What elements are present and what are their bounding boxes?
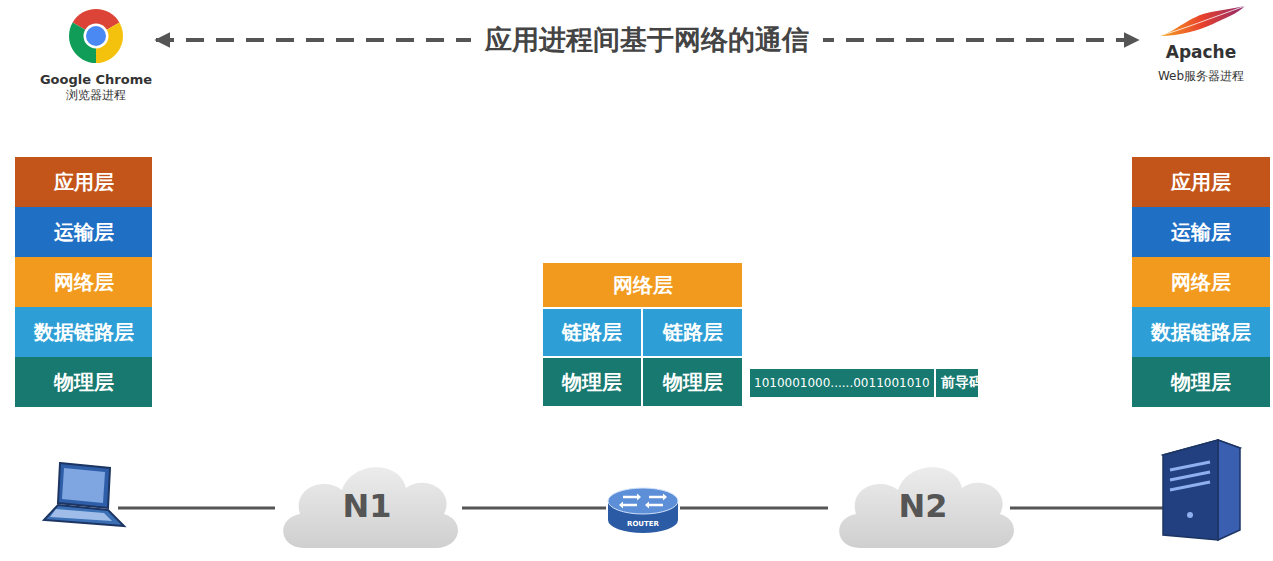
browser-process: Google Chrome浏览器进程 [36, 2, 156, 108]
node-text: N2 [898, 487, 947, 525]
node-text: Apache [1166, 42, 1237, 62]
node-text: 1010001000......0011001010 [750, 376, 934, 390]
node-text: 链路层 [663, 319, 723, 346]
laptop-symbol [44, 463, 124, 526]
network-cloud: N2 [828, 452, 1018, 560]
connector-label: 应用进程间基于网络的通信 [471, 22, 823, 58]
network-wire [1010, 507, 1168, 510]
layer-box: 数据链路层 [1132, 307, 1270, 357]
layer-box: 网络层 [1132, 257, 1270, 307]
network-cloud: N1 [272, 452, 462, 560]
node-text: 物理层 [663, 369, 723, 396]
node-text: 物理层 [1171, 369, 1231, 396]
bit-stream-box: 1010001000......0011001010前导码 [750, 369, 978, 397]
layer-box: 运输层 [15, 207, 152, 257]
layer-box: 应用层 [15, 157, 152, 207]
node-text: Google Chrome [40, 72, 152, 87]
layer-box: 物理层 [1132, 357, 1270, 407]
node-text: 浏览器进程 [66, 87, 126, 104]
chrome-logo [66, 6, 126, 66]
layer-box: 应用层 [1132, 157, 1270, 207]
node-text: 物理层 [54, 369, 114, 396]
node-text: 前导码 [934, 369, 988, 397]
node-text: 数据链路层 [34, 319, 134, 346]
router-symbol: ROUTER [606, 484, 680, 536]
node-text: ROUTER [606, 520, 680, 528]
layer-box: 网络层 [15, 257, 152, 307]
node-text: Web服务器进程 [1158, 68, 1244, 85]
node-text: 网络层 [1171, 269, 1231, 296]
network-wire [118, 507, 275, 510]
layer-box: 物理层 [543, 358, 641, 406]
node-text: 物理层 [562, 369, 622, 396]
layer-box: 运输层 [1132, 207, 1270, 257]
apache-feather [1151, 2, 1251, 42]
server-process: ApacheWeb服务器进程 [1138, 2, 1264, 100]
server-symbol [1163, 440, 1240, 540]
router-shape [606, 484, 680, 536]
node-text: 网络层 [54, 269, 114, 296]
layer-box: 链路层 [643, 309, 742, 356]
node-text: 运输层 [54, 219, 114, 246]
node-text: 链路层 [562, 319, 622, 346]
node-text: 数据链路层 [1151, 319, 1251, 346]
layer-box: 物理层 [643, 358, 742, 406]
node-text: N1 [342, 487, 391, 525]
layer-box: 网络层 [543, 263, 742, 307]
connector [462, 507, 606, 510]
node-text: 应用层 [54, 169, 114, 196]
node-text: 网络层 [613, 272, 673, 299]
layer-box: 数据链路层 [15, 307, 152, 357]
node-text: 应用层 [1171, 169, 1231, 196]
node-text: 运输层 [1171, 219, 1231, 246]
layer-box: 链路层 [543, 309, 641, 356]
layer-box: 物理层 [15, 357, 152, 407]
connector [680, 507, 828, 510]
